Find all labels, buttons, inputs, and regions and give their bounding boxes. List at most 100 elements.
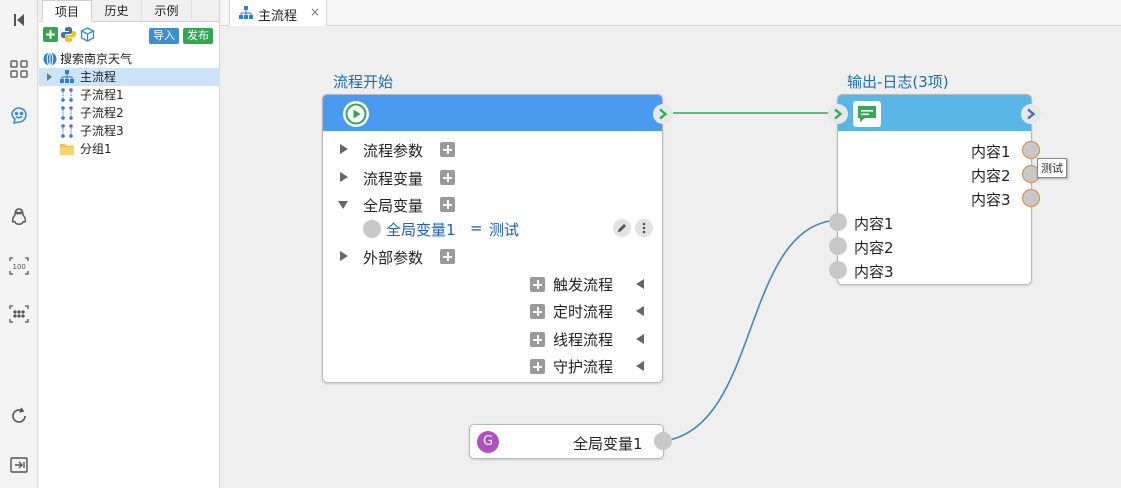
global-var-1-value[interactable]: 测试	[489, 221, 520, 239]
thread-port-arrow-icon[interactable]	[636, 334, 644, 344]
log-output-port[interactable]	[1021, 104, 1041, 124]
var-port[interactable]	[363, 220, 381, 238]
editor-tabbar: 主流程 ×	[221, 0, 1121, 26]
log-node[interactable]: 内容1 内容2 内容3 内容1 内容2 内容3	[829, 94, 1040, 285]
start-node[interactable]: 流程参数 流程变量 全局变量 全局变量1 = 测试 外部参数 触发流程 定时流程…	[322, 94, 663, 383]
output-content-3-port[interactable]	[1022, 189, 1040, 207]
timer-port-arrow-icon[interactable]	[636, 306, 644, 316]
ocr-100-icon[interactable]: 100	[7, 254, 31, 278]
add-external-param-button[interactable]	[440, 249, 455, 264]
tab-examples[interactable]: 示例	[142, 0, 192, 22]
tree-label: 子流程2	[80, 106, 124, 120]
publish-button[interactable]: 发布	[183, 28, 213, 44]
collapse-panel-icon[interactable]	[7, 8, 31, 32]
package-icon[interactable]	[80, 27, 95, 42]
start-node-title: 流程开始	[333, 73, 394, 91]
input-content-2-label: 内容2	[854, 239, 894, 257]
output-content-1-label: 内容1	[971, 143, 1011, 161]
tree-item-subflow-2[interactable]: 子流程2	[39, 104, 220, 122]
play-icon	[343, 101, 369, 127]
global-var-node-label: 全局变量1	[573, 435, 643, 453]
timer-flow-label: 定时流程	[553, 303, 614, 321]
tab-project[interactable]: 项目	[42, 0, 92, 22]
tree-label: 分组1	[80, 142, 112, 156]
tab-main-flow[interactable]: 主流程 ×	[229, 0, 327, 26]
add-trigger-button[interactable]	[530, 277, 545, 292]
svg-text:100: 100	[13, 263, 26, 271]
expand-arrow-icon[interactable]	[340, 144, 348, 154]
global-var-node[interactable]: G 全局变量1	[469, 424, 664, 459]
tree-item-group-1[interactable]: 分组1	[39, 140, 220, 158]
global-var-1-label[interactable]: 全局变量1	[386, 221, 456, 239]
project-panel: 项目 历史 示例 导入 发布 搜索南京天气 主流程 子流程1 子流程2 子流程3	[39, 0, 220, 488]
input-content-3-label: 内容3	[854, 263, 894, 281]
subflow-icon	[61, 88, 73, 102]
tab-label: 主流程	[258, 9, 298, 24]
thread-flow-label: 线程流程	[553, 331, 614, 349]
add-global-var-button[interactable]	[440, 197, 455, 212]
daemon-port-arrow-icon[interactable]	[636, 361, 644, 371]
add-thread-button[interactable]	[530, 332, 545, 347]
message-icon	[853, 101, 881, 127]
output-content-3-label: 内容3	[971, 191, 1011, 209]
python-icon[interactable]	[61, 27, 76, 42]
add-timer-button[interactable]	[530, 304, 545, 319]
start-output-port[interactable]	[653, 104, 673, 124]
more-icon[interactable]	[635, 219, 653, 237]
assistant-icon[interactable]	[7, 103, 31, 127]
expand-arrow-icon[interactable]	[46, 72, 54, 82]
add-icon[interactable]	[43, 27, 58, 42]
panel-toolbar: 导入 发布	[39, 22, 219, 48]
export-icon[interactable]	[7, 453, 31, 477]
folder-icon	[60, 144, 74, 155]
tab-history[interactable]: 历史	[92, 0, 142, 22]
tree-label: 子流程3	[80, 124, 124, 138]
edit-icon[interactable]	[613, 219, 631, 237]
activity-rail: 100	[0, 0, 38, 488]
flow-canvas[interactable]: 流程开始 流程参数 流程变量 全局变量 全局变量1 = 测试 外部参数	[221, 27, 1121, 488]
tree-item-main-flow[interactable]: 主流程	[39, 68, 220, 86]
trigger-port-arrow-icon[interactable]	[636, 279, 644, 289]
flow-params-label: 流程参数	[363, 142, 424, 160]
expand-arrow-icon[interactable]	[340, 251, 348, 261]
input-content-3-port[interactable]	[829, 261, 847, 279]
trigger-flow-label: 触发流程	[553, 276, 614, 294]
equals-sign: =	[470, 219, 483, 237]
flow-tree-icon	[239, 6, 253, 19]
tree-item-project[interactable]: 搜索南京天气	[39, 50, 220, 68]
collapse-arrow-icon[interactable]	[338, 201, 348, 209]
tree-item-subflow-1[interactable]: 子流程1	[39, 86, 220, 104]
refresh-icon[interactable]	[7, 404, 31, 428]
flow-tree-icon	[60, 70, 74, 83]
link-var-to-content1[interactable]	[663, 219, 838, 442]
panel-tabs: 项目 历史 示例	[39, 0, 219, 22]
components-icon[interactable]	[7, 57, 31, 81]
globe-icon	[43, 52, 57, 66]
external-params-label: 外部参数	[363, 249, 424, 267]
subflow-icon	[61, 106, 73, 120]
tree-label: 主流程	[80, 70, 117, 84]
output-content-1-port[interactable]	[1022, 141, 1040, 159]
log-node-title: 输出-日志(3项)	[847, 73, 949, 91]
flow-vars-label: 流程变量	[363, 170, 424, 188]
log-node-header	[838, 95, 1031, 131]
tree-label: 子流程1	[80, 88, 124, 102]
global-badge-icon: G	[477, 431, 499, 453]
input-content-1-label: 内容1	[854, 215, 894, 233]
log-input-port[interactable]	[828, 104, 848, 124]
tree-item-subflow-3[interactable]: 子流程3	[39, 122, 220, 140]
expand-arrow-icon[interactable]	[340, 172, 348, 182]
add-param-button[interactable]	[440, 142, 455, 157]
input-content-1-port[interactable]	[829, 213, 847, 231]
ocr-code-icon[interactable]	[7, 302, 31, 326]
add-daemon-button[interactable]	[530, 359, 545, 374]
global-var-output-port[interactable]	[654, 432, 672, 450]
penguin-icon[interactable]	[7, 205, 31, 229]
daemon-flow-label: 守护流程	[553, 358, 614, 376]
close-icon[interactable]: ×	[310, 5, 321, 19]
output-content-2-label: 内容2	[971, 167, 1011, 185]
connections	[663, 112, 838, 442]
import-button[interactable]: 导入	[149, 28, 179, 44]
add-var-button[interactable]	[440, 170, 455, 185]
input-content-2-port[interactable]	[829, 237, 847, 255]
